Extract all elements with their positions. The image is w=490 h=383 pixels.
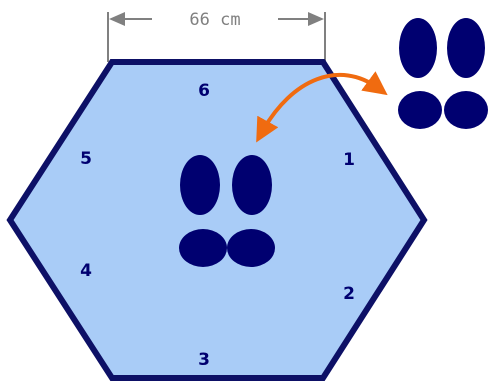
footprints-icon [398, 18, 488, 129]
position-label-2: 2 [343, 284, 355, 304]
outside-right-foot-front [447, 18, 485, 78]
outside-right-foot-heel [444, 91, 488, 129]
right-foot-heel [227, 229, 275, 267]
position-label-4: 4 [80, 261, 92, 281]
left-foot-front [180, 155, 220, 215]
double-headed-curved-arrow-icon [256, 71, 388, 143]
left-foot-heel [179, 229, 227, 267]
outside-left-foot-heel [398, 91, 442, 129]
footprints-icon [179, 155, 275, 267]
dimension-arrowhead-right [308, 12, 324, 26]
dimension-indicator: 66 cm [107, 10, 326, 62]
outside-left-foot-front [399, 18, 437, 78]
position-label-5: 5 [80, 149, 92, 169]
right-foot-front [232, 155, 272, 215]
position-label-3: 3 [198, 350, 210, 370]
position-label-1: 1 [343, 150, 355, 170]
dimension-arrowhead-left [109, 12, 125, 26]
dimension-label: 66 cm [189, 10, 240, 30]
position-label-6: 6 [198, 81, 210, 101]
hexagon-shape [6, 59, 428, 381]
